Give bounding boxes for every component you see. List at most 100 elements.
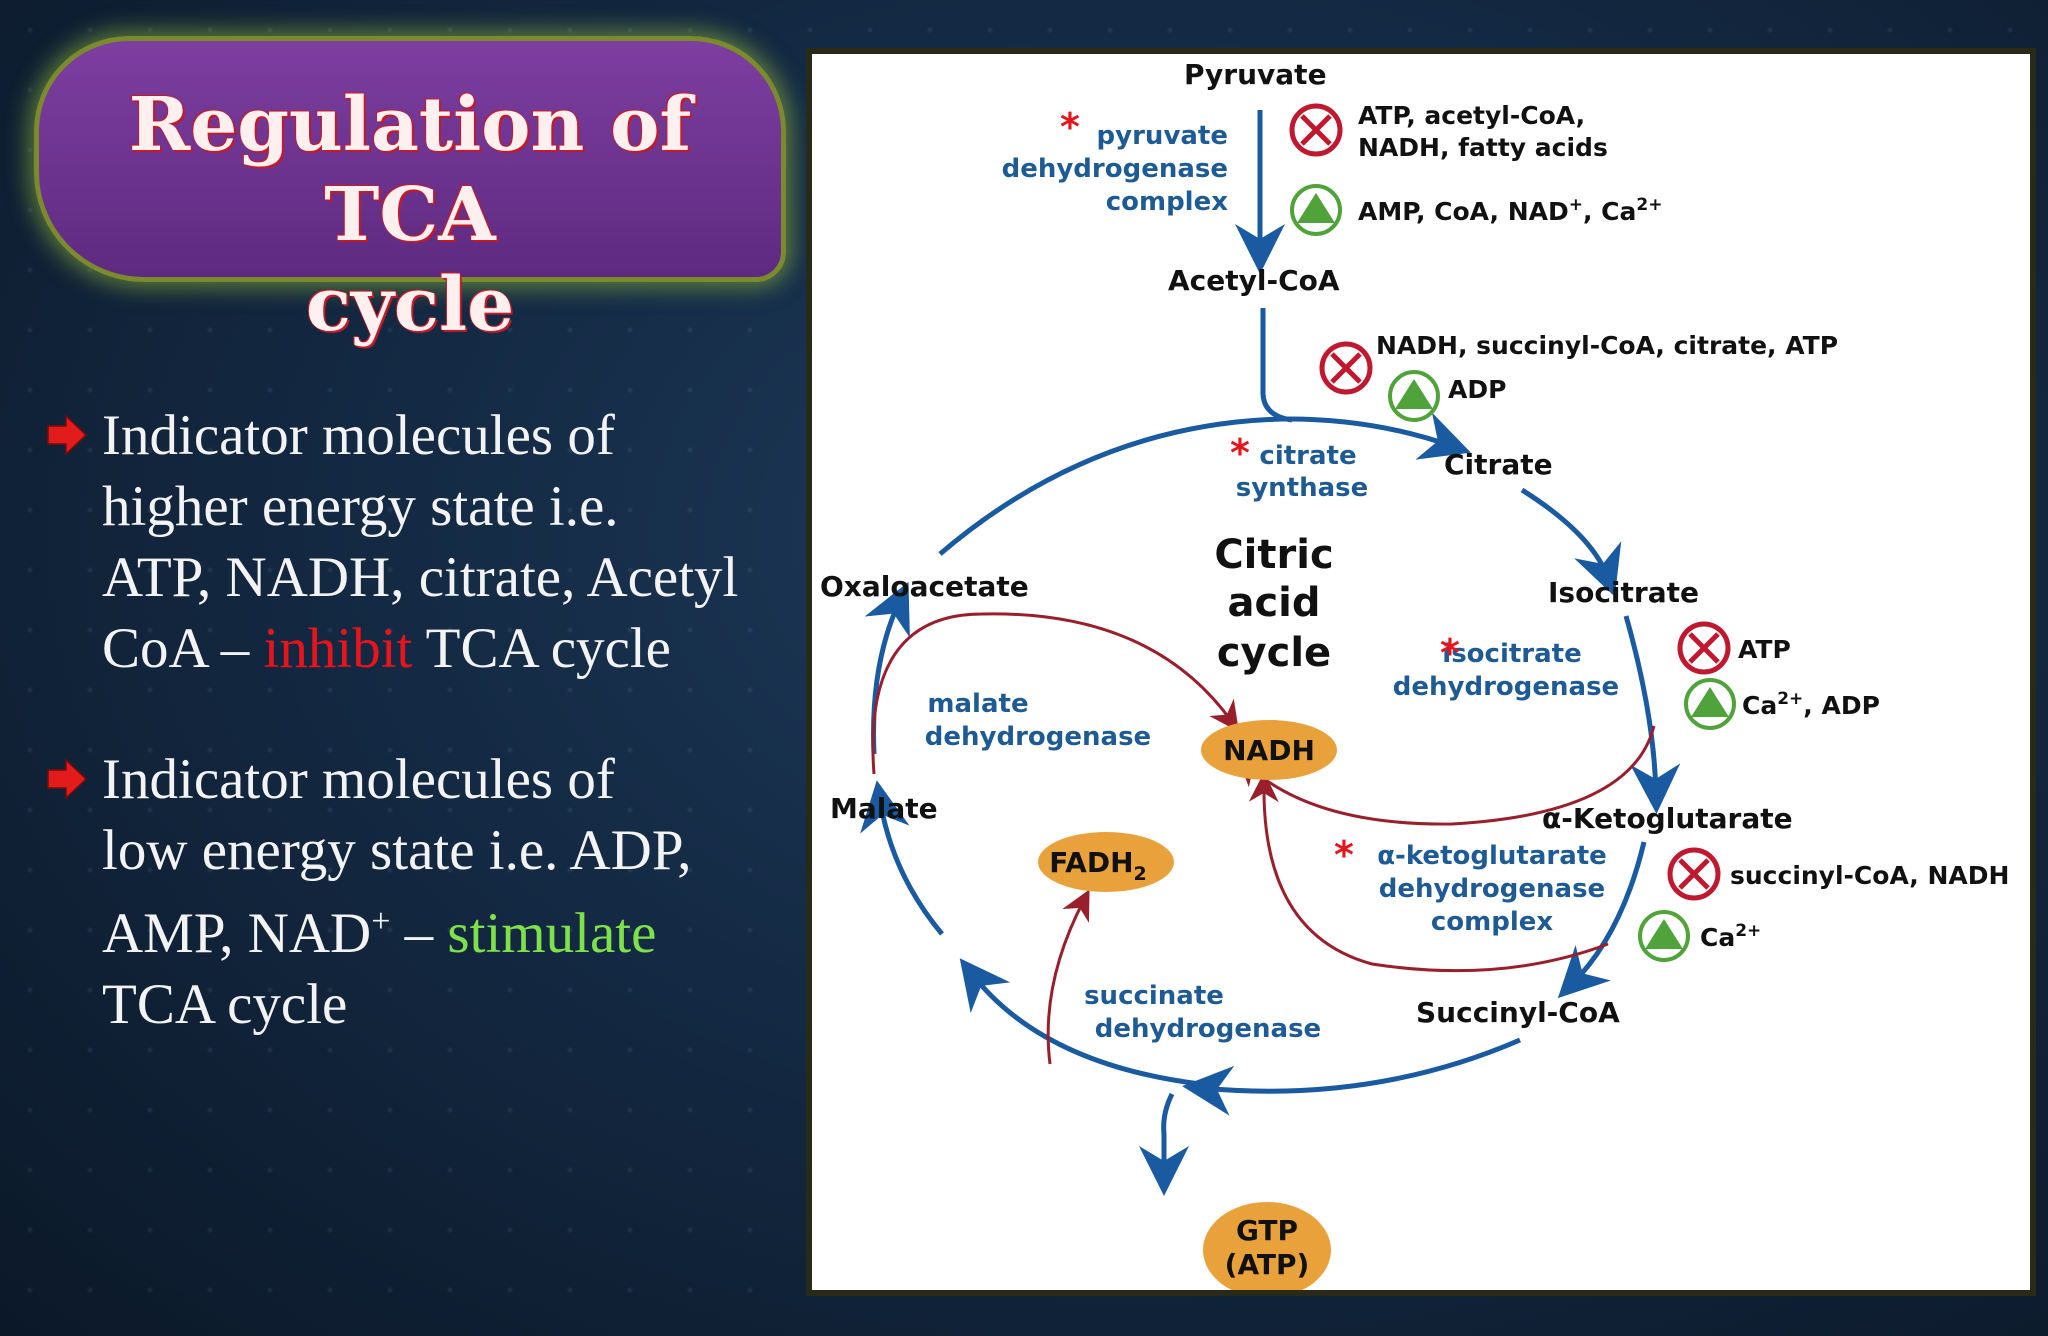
sdh-label-line2: dehydrogenase [1095, 1014, 1321, 1044]
bullet1-line1: Indicator molecules of [102, 404, 615, 467]
sdh-label-line1: succinate [1084, 981, 1224, 1011]
oxaloacetate-label: Oxaloacetate [820, 570, 1029, 603]
pdh-activators: AMP, CoA, NAD+, Ca2+ [1358, 195, 1662, 226]
cycle-arc-citrate-isocitrate [1520, 487, 1622, 597]
pdh-label-line2: dehydrogenase [1002, 154, 1228, 184]
akgdh-label-line1: α-ketoglutarate [1377, 841, 1607, 871]
center-label-line3: cycle [1217, 630, 1331, 676]
cycle-arc-fumarate-malate [860, 780, 944, 936]
pdh-asterisk: * [1060, 105, 1080, 149]
cs-label-line2: synthase [1236, 473, 1369, 503]
acetyl-entry-arrow [1260, 308, 1293, 423]
akgdh-asterisk: * [1334, 833, 1354, 877]
akg-activators-sup: 2+ [1735, 921, 1761, 941]
akg-activators-a: Ca [1700, 923, 1735, 952]
gtp-output-arrow [1139, 1092, 1189, 1196]
center-label-line2: acid [1227, 580, 1320, 626]
bullet2-line4: TCA cycle [102, 973, 348, 1036]
pdh-activators-sup1: + [1569, 195, 1583, 215]
pdh-inhibitors-line1: ATP, acetyl-CoA, [1358, 101, 1585, 130]
bullet1-line4-post: TCA cycle [412, 617, 671, 680]
isocitrate-label: Isocitrate [1548, 576, 1699, 609]
sdh-fadh2-arrow [1046, 889, 1090, 1065]
title-line-1: Regulation of TCA [128, 82, 692, 258]
pdh-activators-sup2: 2+ [1636, 195, 1662, 215]
idh-inhibitors: ATP [1738, 635, 1791, 664]
pdh-activators-a: AMP, CoA, NAD [1358, 197, 1569, 226]
cs-inhibitors: NADH, succinyl-CoA, citrate, ATP [1376, 331, 1838, 360]
idh-label-line2: dehydrogenase [1393, 672, 1619, 702]
bullet2-dash: – [390, 902, 448, 965]
inhibitor-icon [1319, 341, 1373, 395]
inhibit-highlight: inhibit [263, 617, 413, 680]
page-title: Regulation of TCA cycle [34, 80, 786, 350]
bullet-high-energy: Indicator molecules of higher energy sta… [46, 400, 796, 684]
akgdh-label-line3: complex [1431, 907, 1554, 937]
akg-activators: Ca2+ [1700, 921, 1761, 952]
idh-activators-sup: 2+ [1777, 689, 1803, 709]
activator-icon [1684, 678, 1736, 730]
pdh-inhibitors-line2: NADH, fatty acids [1358, 133, 1608, 162]
fadh2-subscript: 2 [1134, 863, 1147, 885]
bullet1-line3: ATP, NADH, citrate, Acetyl [102, 546, 739, 609]
cs-activators: ADP [1448, 375, 1506, 404]
nadh-label: NADH [1223, 734, 1315, 767]
fadh2-text: FADH [1049, 846, 1133, 879]
tca-cycle-diagram: Pyruvate Acetyl-CoA Citrate Isocitrate α… [820, 58, 2009, 1298]
idh-asterisk: * [1440, 631, 1460, 675]
mdh-nadh-arrow [871, 612, 1239, 775]
cs-asterisk: * [1230, 431, 1250, 475]
tca-diagram-panel: Pyruvate Acetyl-CoA Citrate Isocitrate α… [806, 48, 2036, 1298]
stimulate-highlight: stimulate [447, 902, 657, 965]
idh-activators-b: , ADP [1803, 691, 1880, 720]
gtp-product [1203, 1202, 1331, 1298]
gtp-label: GTP [1236, 1214, 1298, 1247]
inhibitor-icon [1667, 847, 1721, 901]
akg-inhibitors: succinyl-CoA, NADH [1730, 861, 2009, 890]
pdh-label-line1: pyruvate [1097, 121, 1228, 151]
bullet2-line1: Indicator molecules of [102, 748, 615, 811]
red-arrow-bullet-icon [47, 414, 88, 456]
mdh-label-line1: malate [927, 689, 1028, 719]
cycle-arc-succinate-malate [959, 958, 1201, 1087]
cycle-arc-oaa-citrate [938, 412, 1471, 556]
idh-activators: Ca2+, ADP [1742, 689, 1880, 720]
idh-label-line1: isocitrate [1442, 639, 1581, 669]
activator-icon [1388, 370, 1440, 422]
pyruvate-label: Pyruvate [1184, 58, 1327, 91]
title-banner [34, 36, 786, 282]
nad-plus-sup: + [371, 903, 391, 940]
cycle-arc-succinylcoa-succinate [1182, 1037, 1521, 1116]
akgdh-nadh-arrow [1248, 772, 1609, 973]
bullet2-line2: low energy state i.e. ADP, [102, 819, 692, 882]
cycle-arc-akg-succinylcoa [1557, 841, 1647, 999]
idh-activators-a: Ca [1742, 691, 1777, 720]
fadh2-product [1038, 832, 1174, 892]
akgdh-label-line2: dehydrogenase [1379, 874, 1605, 904]
mdh-label-line2: dehydrogenase [925, 722, 1151, 752]
acetyl-coa-label: Acetyl-CoA [1168, 264, 1340, 297]
inhibitor-icon [1289, 103, 1343, 157]
succinyl-coa-label: Succinyl-CoA [1416, 996, 1620, 1029]
center-label-line1: Citric [1214, 532, 1333, 578]
atp-label: (ATP) [1225, 1248, 1310, 1281]
citrate-label: Citrate [1444, 448, 1553, 481]
red-arrow-bullet-icon [47, 758, 88, 800]
idh-nadh-arrow [1237, 725, 1656, 826]
bullet2-line3-pre: AMP, NAD [102, 902, 372, 965]
alpha-kg-label: α-Ketoglutarate [1542, 802, 1793, 835]
activator-icon [1290, 184, 1342, 236]
activator-icon [1638, 910, 1690, 962]
inhibitor-icon [1677, 621, 1731, 675]
nadh-product [1201, 720, 1337, 780]
cs-label-line1: citrate [1259, 441, 1356, 471]
bullet1-line4-pre: CoA – [102, 617, 264, 680]
malate-label: Malate [830, 792, 938, 825]
pdh-activators-b: , Ca [1583, 197, 1636, 226]
cycle-arc-isocitrate-akg [1623, 615, 1681, 814]
bullet-low-energy: Indicator molecules of low energy state … [46, 744, 796, 1040]
fadh2-label: FADH2 [1049, 846, 1147, 885]
title-line-2: cycle [305, 262, 515, 348]
cycle-arc-malate-oaa [864, 581, 910, 755]
pdh-label-line3: complex [1106, 187, 1229, 217]
